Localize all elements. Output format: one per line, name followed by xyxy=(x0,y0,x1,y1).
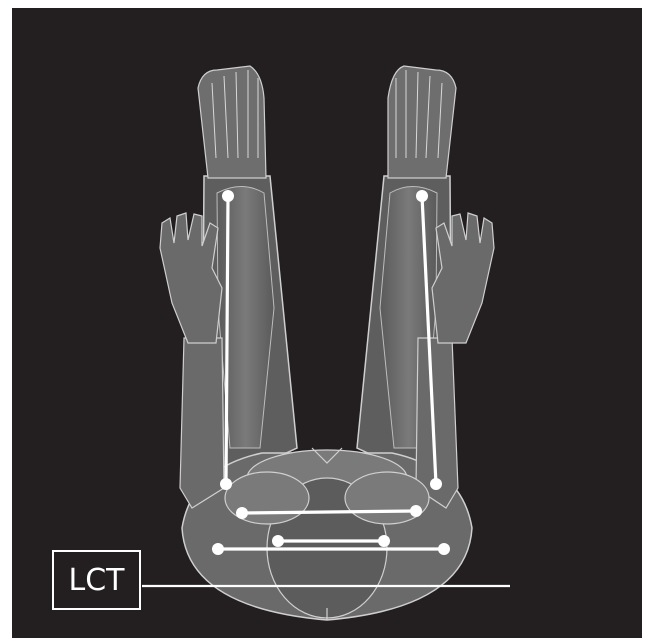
left-foot xyxy=(198,66,266,178)
landmark-dot xyxy=(220,478,232,490)
left-leg-length-line xyxy=(226,196,228,484)
landmark-dot xyxy=(416,190,428,202)
landmark-dot xyxy=(410,505,422,517)
landmark-dot xyxy=(430,478,442,490)
lct-label-box: LCT xyxy=(52,550,141,610)
landmark-dot xyxy=(272,535,284,547)
leg-bones xyxy=(217,187,437,449)
skeleton-panel: LCT xyxy=(12,8,642,638)
right-foot xyxy=(388,66,456,178)
landmark-dot xyxy=(378,535,390,547)
skeleton-diagram xyxy=(12,8,642,638)
landmark-dot xyxy=(236,507,248,519)
lct-label: LCT xyxy=(69,563,125,598)
landmark-dot xyxy=(222,190,234,202)
landmark-dot xyxy=(212,543,224,555)
landmark-dot xyxy=(438,543,450,555)
upper-pelvis-line xyxy=(242,511,416,513)
